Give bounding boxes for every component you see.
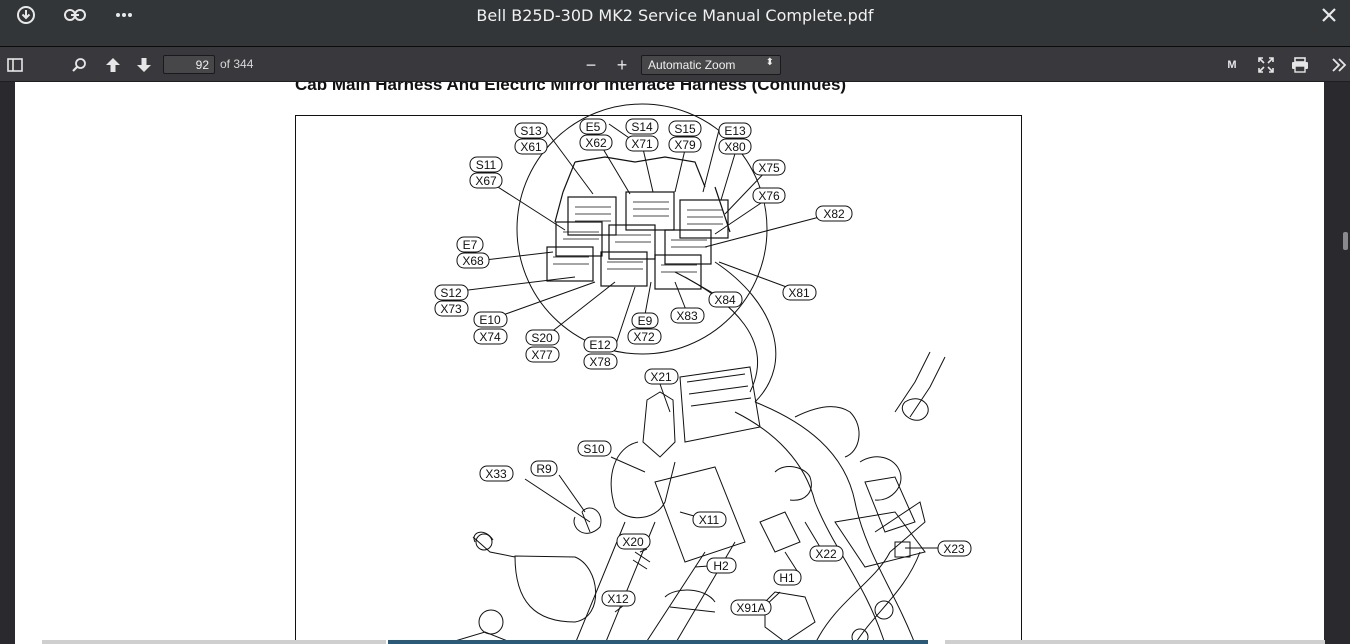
- callout-x33: X33: [485, 467, 507, 481]
- callout-e9: E9: [638, 314, 653, 328]
- link-icon[interactable]: [62, 4, 88, 26]
- plus-icon[interactable]: +: [616, 54, 628, 75]
- download-icon[interactable]: [13, 4, 39, 26]
- callout-x83: X83: [676, 309, 698, 323]
- callout-x74: X74: [479, 330, 501, 344]
- pdf-page: Cab Main Harness And Electric Mirror Int…: [15, 82, 1324, 644]
- arrow-up-icon[interactable]: [102, 55, 124, 75]
- callout-s10: S10: [583, 442, 605, 456]
- diagram-frame: [295, 115, 1022, 644]
- callout-x22: X22: [815, 547, 837, 561]
- chevron-updown-icon: ⬍: [765, 57, 774, 68]
- callout-h1: H1: [779, 571, 795, 585]
- callout-x67: X67: [475, 174, 497, 188]
- search-icon[interactable]: [68, 55, 90, 75]
- print-icon[interactable]: [1289, 55, 1311, 75]
- arrow-down-icon[interactable]: [133, 55, 155, 75]
- callout-x77: X77: [531, 348, 553, 362]
- callout-e7: E7: [463, 238, 478, 252]
- page-number-input[interactable]: [163, 55, 215, 74]
- callout-h2: H2: [713, 559, 729, 573]
- vertical-scrollbar[interactable]: [1340, 82, 1350, 644]
- page-heading: Cab Main Harness And Electric Mirror Int…: [295, 82, 847, 94]
- callout-s11: S11: [476, 158, 497, 172]
- callout-e10: E10: [479, 313, 501, 327]
- callout-x76: X76: [758, 189, 780, 203]
- fullscreen-icon[interactable]: [1255, 55, 1277, 75]
- horizontal-scrollbar-segment: [945, 640, 1325, 644]
- presentation-icon[interactable]: M: [1227, 59, 1237, 71]
- callout-x72: X72: [633, 330, 655, 344]
- minus-icon[interactable]: −: [585, 54, 597, 75]
- callout-x68: X68: [462, 254, 484, 268]
- callout-x75: X75: [758, 161, 780, 175]
- callout-layer: S13 X61 E5 X62 S14 X71 S15 X79 E13 X80 S…: [434, 118, 972, 616]
- horizontal-scrollbar-segment: [388, 640, 928, 644]
- more-icon[interactable]: [111, 4, 137, 26]
- callout-x91a: X91A: [736, 601, 765, 615]
- callout-e5: E5: [586, 120, 601, 134]
- callout-x78: X78: [589, 355, 611, 369]
- callout-x12: X12: [607, 592, 629, 606]
- callout-x84: X84: [714, 293, 736, 307]
- callout-s20: S20: [531, 331, 553, 345]
- callout-x82: X82: [823, 207, 845, 221]
- page-count: of 344: [220, 57, 254, 71]
- zoom-select-label: Automatic Zoom: [648, 58, 736, 72]
- double-chevron-icon[interactable]: [1328, 55, 1350, 75]
- callout-s12: S12: [440, 286, 462, 300]
- callout-x80: X80: [724, 140, 746, 154]
- callout-r9: R9: [536, 462, 552, 476]
- callout-s14: S14: [631, 120, 653, 134]
- title-bar: Bell B25D-30D MK2 Service Manual Complet…: [0, 0, 1350, 46]
- callout-s13: S13: [520, 124, 542, 138]
- callout-s15: S15: [674, 122, 696, 136]
- zoom-select[interactable]: Automatic Zoom ⬍: [641, 55, 781, 75]
- callout-x71: X71: [631, 137, 653, 151]
- scrollbar-thumb[interactable]: [1343, 232, 1348, 250]
- callout-x61: X61: [520, 140, 542, 154]
- callout-e13: E13: [724, 124, 746, 138]
- callout-x20: X20: [622, 535, 644, 549]
- callout-x81: X81: [788, 286, 810, 300]
- pdf-toolbar: of 344 − + Automatic Zoom ⬍ M: [0, 46, 1350, 82]
- callout-x23: X23: [943, 542, 965, 556]
- callout-x79: X79: [674, 138, 696, 152]
- callout-x11: X11: [699, 513, 720, 527]
- document-title: Bell B25D-30D MK2 Service Manual Complet…: [476, 6, 874, 25]
- close-icon[interactable]: [1316, 4, 1342, 26]
- callout-x62: X62: [585, 136, 607, 150]
- harness-diagram: [444, 103, 954, 644]
- callout-e12: E12: [589, 338, 611, 352]
- callout-x21: X21: [650, 370, 672, 384]
- horizontal-scrollbar-segment: [42, 640, 386, 644]
- pdf-viewer[interactable]: Cab Main Harness And Electric Mirror Int…: [0, 82, 1350, 644]
- sidebar-toggle-icon[interactable]: [4, 55, 26, 75]
- callout-x73: X73: [440, 302, 462, 316]
